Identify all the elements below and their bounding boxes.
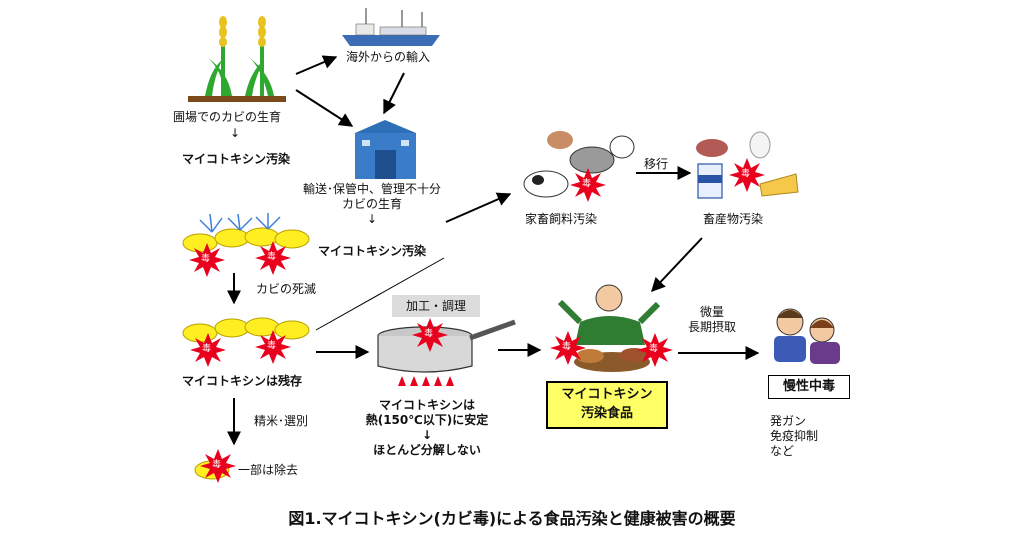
heat-note-line1: マイコトキシンは — [378, 398, 475, 412]
toxin-mark: 毒 — [741, 169, 751, 179]
storage-note-line1: 輸送･保管中、管理不十分 — [302, 182, 441, 196]
effect-item: など — [770, 444, 795, 458]
toxin-mark: 毒 — [267, 341, 277, 351]
down-arrow-glyph: ↓ — [229, 126, 241, 140]
import-label: 海外からの輸入 — [346, 50, 431, 64]
contaminated-food-box: マイコトキシン 汚染食品 — [546, 381, 668, 429]
mycotoxin-remains-label: マイコトキシンは残存 — [182, 374, 303, 388]
livestock-products-icon — [696, 131, 799, 199]
cooking-pot-icon — [377, 318, 516, 386]
storage-note-line2: カビの生育 — [341, 197, 402, 211]
rice-plant-icon — [188, 16, 286, 102]
livestock-icon — [523, 131, 635, 202]
sick-people-icon — [774, 308, 840, 364]
toxin-mark: 毒 — [267, 252, 277, 262]
heat-stability-note: マイコトキシンは 熱(150℃以下)に安定 ↓ ほとんど分解しない — [352, 398, 502, 458]
connector-line — [315, 257, 445, 331]
heat-note-line2: 熱(150℃以下)に安定 — [365, 413, 489, 427]
contaminated-food-line1: マイコトキシン — [561, 387, 653, 402]
intake-line2: 長期摂取 — [687, 320, 736, 334]
mold-death-label: カビの死滅 — [256, 282, 317, 296]
toxin-mark: 毒 — [212, 460, 222, 470]
partial-removal-label: 一部は除去 — [238, 463, 299, 477]
toxin-mark: 毒 — [582, 179, 592, 189]
ship-icon — [342, 8, 440, 46]
moldy-grain-cluster-icon — [182, 213, 310, 277]
toxin-mark: 毒 — [201, 254, 211, 264]
field-contamination-label: マイコトキシン汚染 — [182, 152, 291, 166]
effect-item: 発ガン — [770, 414, 807, 428]
storage-contamination-label: マイコトキシン汚染 — [318, 244, 427, 258]
processing-box: 加工・調理 — [392, 295, 480, 317]
figure-caption: 図1.マイコトキシン(カビ毒)による食品汚染と健康被害の概要 — [288, 509, 736, 528]
feed-contamination-label: 家畜飼料汚染 — [525, 212, 598, 226]
toxin-mark: 毒 — [562, 342, 572, 352]
down-arrow-glyph: ↓ — [421, 428, 433, 442]
toxin-mark: 毒 — [649, 344, 659, 354]
health-effects-list: 発ガン 免疫抑制 など — [770, 414, 818, 459]
toxin-mark: 毒 — [424, 329, 434, 339]
transfer-label: 移行 — [644, 157, 669, 171]
storage-note: 輸送･保管中、管理不十分 カビの生育 ↓ — [272, 182, 472, 227]
heat-note-line3: ほとんど分解しない — [373, 443, 481, 457]
contaminated-food-line2: 汚染食品 — [580, 406, 633, 421]
effect-item: 免疫抑制 — [770, 429, 819, 443]
polishing-label: 精米･選別 — [254, 414, 309, 428]
down-arrow-glyph: ↓ — [366, 212, 378, 226]
livestock-contamination-label: 畜産物汚染 — [703, 212, 764, 226]
toxin-mark: 毒 — [202, 344, 212, 354]
person-with-food-icon — [550, 284, 673, 372]
flow-arrows — [227, 55, 760, 446]
chronic-poisoning-box: 慢性中毒 — [768, 375, 850, 399]
field-growth-label: 圃場でのカビの生育 — [173, 110, 282, 124]
long-term-intake-note: 微量 長期摂取 — [672, 305, 752, 335]
warehouse-icon — [355, 120, 416, 179]
intake-line1: 微量 — [699, 305, 724, 319]
